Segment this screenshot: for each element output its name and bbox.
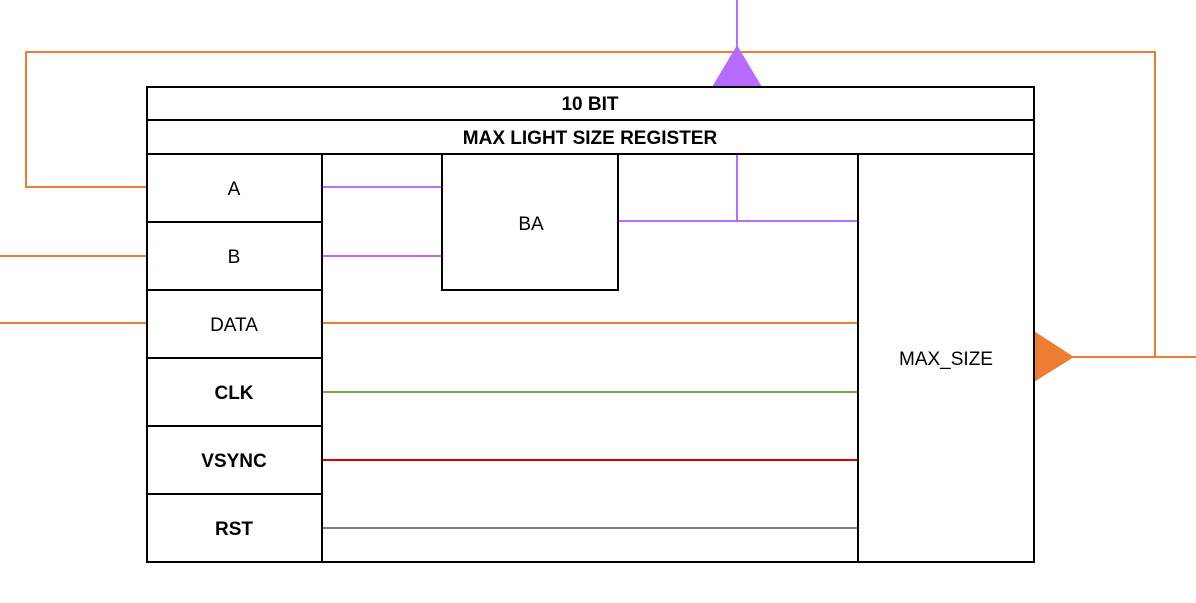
input-port-label-clk: CLK	[214, 383, 253, 404]
feedback-wire-to-a	[25, 51, 1156, 357]
register-title: MAX LIGHT SIZE REGISTER	[463, 128, 718, 149]
register-width-label: 10 BIT	[561, 94, 618, 115]
purple-triangle-icon	[712, 45, 762, 87]
input-port-label-rst: RST	[215, 519, 253, 540]
input-port-labels: A B DATA CLK VSYNC RST	[201, 179, 267, 540]
input-port-label-b: B	[228, 247, 241, 268]
ba-block-label: BA	[518, 214, 544, 235]
purple-wires	[322, 0, 858, 257]
register-body	[146, 86, 1035, 563]
ba-block	[441, 153, 619, 291]
input-port-label-data: DATA	[210, 315, 258, 336]
input-port-label-vsync: VSYNC	[201, 451, 267, 472]
orange-wires	[0, 51, 1196, 358]
orange-output-triangle-icon	[1034, 331, 1074, 382]
register-outline	[146, 86, 1035, 563]
max-size-output-label: MAX_SIZE	[899, 349, 993, 370]
input-port-label-a: A	[228, 179, 241, 200]
